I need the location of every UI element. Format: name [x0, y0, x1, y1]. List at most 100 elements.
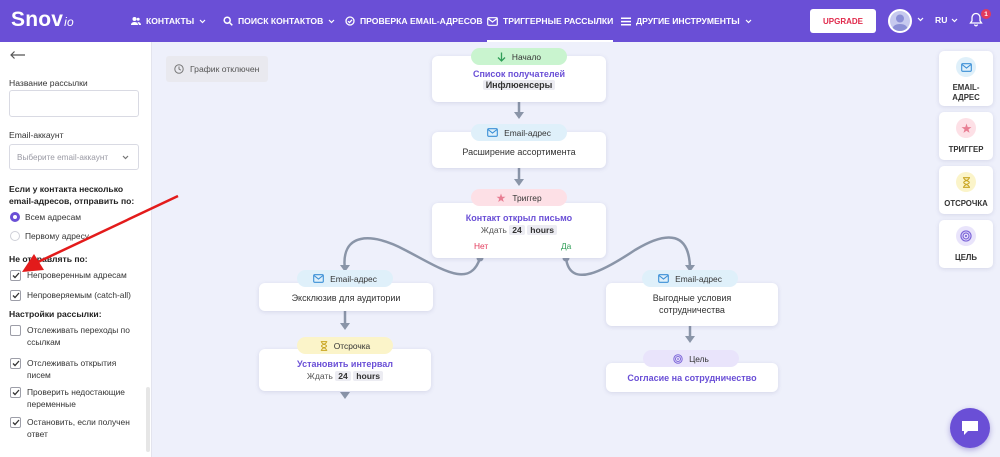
arrowhead	[514, 112, 524, 119]
top-navigation-bar: Snovio КОНТАКТЫ ПОИСК КОНТАКТОВ ПРОВЕРКА…	[0, 0, 1000, 42]
multiple-emails-heading: Если у контакта несколько email-адресов,…	[9, 184, 135, 206]
check-missing-variables[interactable]: Проверить недостающие переменные	[10, 386, 142, 410]
email-account-label: Email-аккаунт	[9, 130, 64, 140]
palette-goal[interactable]: ЦЕЛЬ	[939, 220, 993, 268]
chevron-down-icon	[328, 19, 335, 23]
arrowhead	[514, 179, 524, 186]
search-icon	[223, 16, 233, 26]
target-icon	[960, 230, 972, 242]
check-track-clicks[interactable]: Отслеживать переходы по ссылкам	[10, 324, 142, 348]
checkbox-checked[interactable]	[10, 290, 21, 301]
nav-drip-campaigns[interactable]: ТРИГГЕРНЫЕ РАССЫЛКИ	[487, 0, 614, 42]
contacts-icon	[131, 17, 141, 25]
brand-logo[interactable]: Snovio	[11, 8, 74, 31]
arrowhead	[685, 265, 695, 272]
back-arrow-icon[interactable]	[9, 50, 26, 60]
palette-trigger-icon-wrap	[956, 118, 976, 138]
radio-all-addresses[interactable]: Всем адресам	[10, 211, 142, 223]
pill-email-1: Email-адрес	[471, 124, 567, 141]
checkmark-icon	[12, 389, 19, 396]
connector-lines	[343, 102, 692, 337]
node-email-left[interactable]: Эксклюзив для аудитории	[259, 283, 433, 311]
delay-wait: Ждать 24 hours	[259, 371, 431, 381]
checkmark-icon	[12, 292, 19, 299]
nav-email-verifier[interactable]: ПРОВЕРКА EMAIL-АДРЕСОВ	[345, 0, 483, 42]
check-stop-on-reply[interactable]: Остановить, если получен ответ	[10, 416, 142, 440]
arrowhead	[340, 265, 350, 272]
node-goal[interactable]: Согласие на сотрудничество	[606, 363, 778, 392]
campaign-name-label: Название рассылки	[9, 78, 88, 88]
language-selector[interactable]: RU	[935, 15, 958, 25]
checkbox-checked[interactable]	[10, 417, 21, 428]
palette-email[interactable]: EMAIL-АДРЕС	[939, 51, 993, 106]
node-delay[interactable]: Установить интервал Ждать 24 hours	[259, 349, 431, 391]
mail-icon	[313, 274, 324, 283]
node-email-1[interactable]: Расширение ассортимента	[432, 132, 606, 168]
pill-email-right: Email-адрес	[642, 270, 738, 287]
nav-search-contacts[interactable]: ПОИСК КОНТАКТОВ	[223, 0, 335, 42]
checkbox-checked[interactable]	[10, 387, 21, 398]
node-email-right[interactable]: Выгодные условия сотрудничества	[606, 283, 778, 326]
check-track-opens[interactable]: Отслеживать открытия писем	[10, 357, 142, 381]
pill-start: Начало	[471, 48, 567, 65]
campaign-settings-panel: Название рассылки Email-аккаунт Выберите…	[0, 42, 152, 457]
chevron-down-icon	[745, 19, 752, 23]
do-not-send-heading: Не отправлять по:	[9, 254, 88, 264]
checkbox-unchecked[interactable]	[10, 325, 21, 336]
check-circle-icon	[345, 16, 355, 26]
pill-email-left: Email-адрес	[297, 270, 393, 287]
pill-trigger: Триггер	[471, 189, 567, 206]
palette-trigger[interactable]: ТРИГГЕР	[939, 112, 993, 160]
recipient-list-chip: Инфлюенсеры	[482, 80, 556, 90]
chevron-down-icon	[122, 155, 129, 160]
check-catchall[interactable]: Непроверяемым (catch-all)	[10, 289, 142, 301]
arrowhead	[340, 392, 350, 399]
hourglass-icon	[320, 340, 327, 351]
target-icon	[673, 353, 683, 364]
upgrade-button[interactable]: UPGRADE	[810, 9, 876, 33]
panel-scrollbar[interactable]	[146, 387, 150, 452]
node-trigger[interactable]: Контакт открыл письмо Ждать 24 hours	[432, 203, 606, 258]
checkmark-icon	[12, 419, 19, 426]
nav-contacts[interactable]: КОНТАКТЫ	[131, 0, 206, 42]
campaign-name-input[interactable]	[9, 90, 139, 117]
checkbox-checked[interactable]	[10, 358, 21, 369]
mail-icon	[487, 128, 498, 137]
mail-icon	[960, 62, 972, 72]
checkmark-icon	[12, 272, 19, 279]
nav-other-tools[interactable]: ДРУГИЕ ИНСТРУМЕНТЫ	[621, 0, 752, 42]
palette-delay-icon-wrap	[956, 172, 976, 192]
mail-icon	[658, 274, 669, 283]
radio-button[interactable]	[10, 231, 20, 241]
user-icon	[892, 14, 908, 31]
schedule-status-button[interactable]: График отключен	[166, 56, 268, 82]
user-avatar[interactable]	[888, 9, 912, 33]
branch-label-no: Нет	[474, 241, 489, 251]
trigger-icon	[961, 123, 971, 133]
trigger-icon	[496, 193, 506, 202]
chat-button[interactable]	[950, 408, 990, 448]
chat-icon	[962, 421, 978, 435]
arrowhead	[340, 323, 350, 330]
checkmark-icon	[12, 360, 19, 367]
palette-delay[interactable]: ОТСРОЧКА	[939, 166, 993, 214]
mail-icon	[487, 16, 498, 26]
email-account-select[interactable]: Выберите email-аккаунт	[9, 144, 139, 170]
checkbox-checked[interactable]	[10, 270, 21, 281]
arrow-down-icon	[497, 52, 506, 62]
chevron-down-icon[interactable]	[917, 17, 924, 22]
bell-icon[interactable]	[969, 12, 983, 27]
chevron-down-icon	[199, 19, 206, 23]
notification-badge: 1	[981, 9, 991, 19]
clock-icon	[174, 64, 184, 74]
campaign-settings-heading: Настройки рассылки:	[9, 309, 102, 319]
connector-trigger-no	[343, 237, 482, 276]
pill-goal: Цель	[643, 350, 739, 367]
menu-icon	[621, 17, 631, 25]
radio-button-selected[interactable]	[10, 212, 20, 222]
trigger-wait: Ждать 24 hours	[432, 225, 606, 235]
branch-label-yes: Да	[561, 241, 572, 251]
check-unverified[interactable]: Непроверенным адресам	[10, 269, 142, 281]
radio-first-address[interactable]: Первому адресу	[10, 230, 142, 242]
